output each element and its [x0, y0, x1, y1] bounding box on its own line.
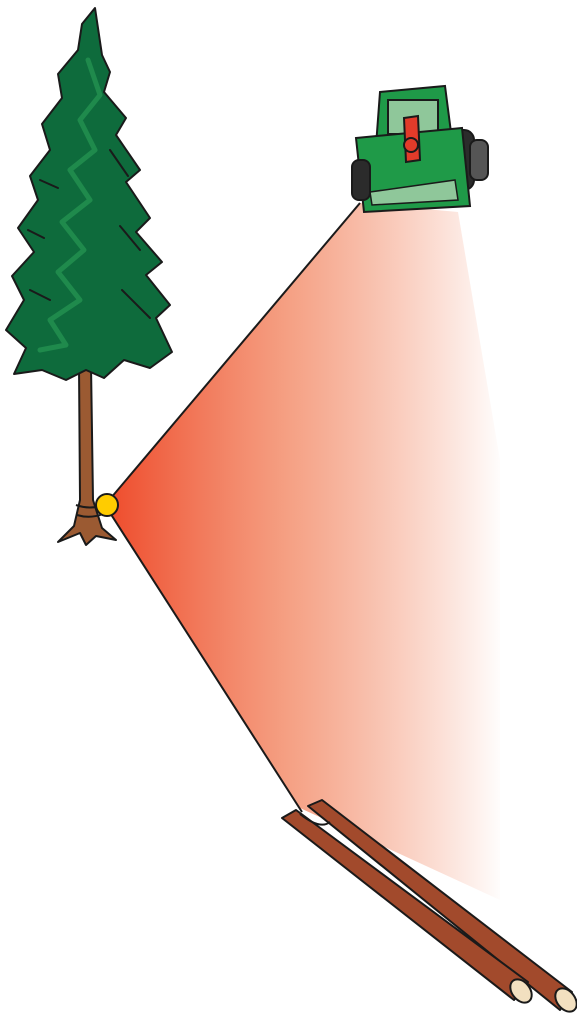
tractor-icon [352, 86, 488, 212]
pulley-icon [96, 494, 118, 516]
